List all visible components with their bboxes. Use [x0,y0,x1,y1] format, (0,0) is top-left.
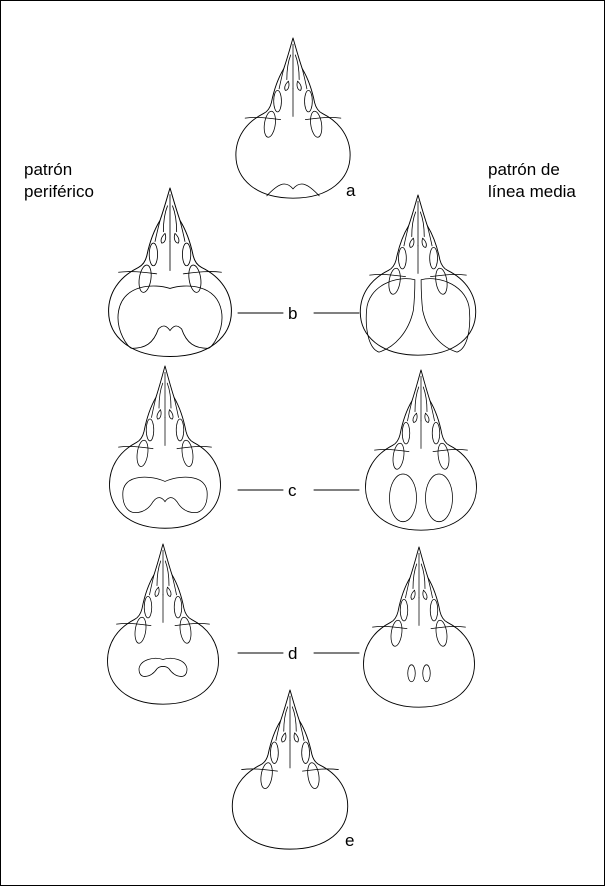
heading-midline-line-1: patrón de [488,160,560,179]
stage-label-c: c [288,481,297,500]
skull-stage-b-peripheral [108,187,232,357]
stage-label-d: d [288,644,297,663]
heading-midline-pattern: patrón de línea media [488,160,576,201]
heading-peripheral-line-2: periférico [24,182,94,201]
heading-peripheral-pattern: patrón periférico [24,160,94,201]
skull-stage-d-peripheral [107,543,219,705]
skull-stage-e [231,689,349,850]
heading-peripheral-line-1: patrón [24,160,72,179]
skull-stage-c-midline [365,369,477,531]
stage-label-e: e [345,831,354,850]
skull-stage-b-midline [359,194,477,356]
stage-label-a: a [346,181,356,200]
stage-label-b: b [288,304,297,323]
skull-stage-d-midline [363,546,475,708]
heading-midline-line-2: línea media [488,182,576,201]
skull-stage-a [235,37,351,199]
skull-stage-c-peripheral [109,365,221,529]
